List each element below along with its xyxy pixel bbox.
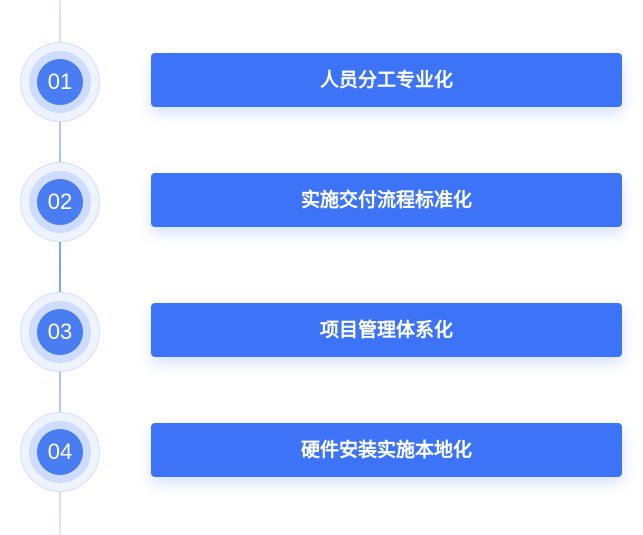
timeline-line — [59, 0, 61, 535]
step-card: 项目管理体系化 — [151, 303, 622, 357]
step-card: 人员分工专业化 — [151, 53, 622, 107]
step-card: 硬件安装实施本地化 — [151, 423, 622, 477]
step-card: 实施交付流程标准化 — [151, 173, 622, 227]
step-number: 04 — [37, 429, 83, 475]
step-number-badge: 01 — [20, 42, 100, 122]
step-2: 02 实施交付流程标准化 — [0, 158, 643, 248]
badge-ring: 02 — [29, 171, 91, 233]
badge-ring: 01 — [29, 51, 91, 113]
step-3: 03 项目管理体系化 — [0, 288, 643, 378]
step-number: 02 — [37, 179, 83, 225]
step-4: 04 硬件安装实施本地化 — [0, 408, 643, 498]
step-number-badge: 03 — [20, 292, 100, 372]
step-number-badge: 04 — [20, 412, 100, 492]
step-1: 01 人员分工专业化 — [0, 38, 643, 128]
step-number-badge: 02 — [20, 162, 100, 242]
badge-ring: 04 — [29, 421, 91, 483]
step-number: 03 — [37, 309, 83, 355]
badge-ring: 03 — [29, 301, 91, 363]
step-number: 01 — [37, 59, 83, 105]
